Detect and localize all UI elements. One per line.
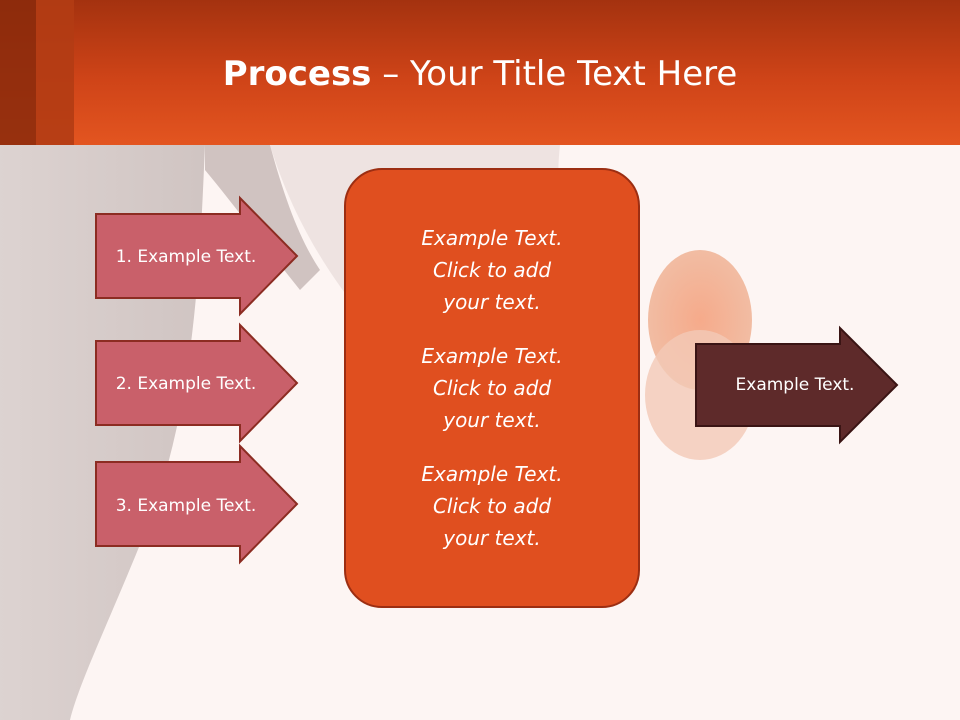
slide-title[interactable]: Process – Your Title Text Here	[0, 52, 960, 96]
input-arrow-label: 3. Example Text.	[116, 496, 257, 516]
header-accent-bar	[0, 0, 36, 145]
input-arrow-3[interactable]: 3. Example Text.	[95, 443, 299, 565]
center-text-1[interactable]: Example Text. Click to add your text.	[421, 226, 563, 314]
title-bold: Process	[222, 54, 372, 94]
center-text-2[interactable]: Example Text. Click to add your text.	[421, 344, 563, 432]
input-arrow-label: 2. Example Text.	[116, 374, 257, 394]
output-arrow[interactable]: Example Text.	[695, 325, 899, 445]
input-arrow-2[interactable]: 2. Example Text.	[95, 322, 299, 444]
header-band	[0, 0, 960, 145]
title-rest: – Your Title Text Here	[371, 54, 738, 94]
center-text-3[interactable]: Example Text. Click to add your text.	[421, 462, 563, 550]
center-process-box[interactable]: Example Text. Click to add your text. Ex…	[344, 168, 640, 608]
output-arrow-label: Example Text.	[736, 375, 855, 395]
input-arrow-1[interactable]: 1. Example Text.	[95, 195, 299, 317]
header-accent-bar	[36, 0, 74, 145]
input-arrow-label: 1. Example Text.	[116, 247, 257, 267]
